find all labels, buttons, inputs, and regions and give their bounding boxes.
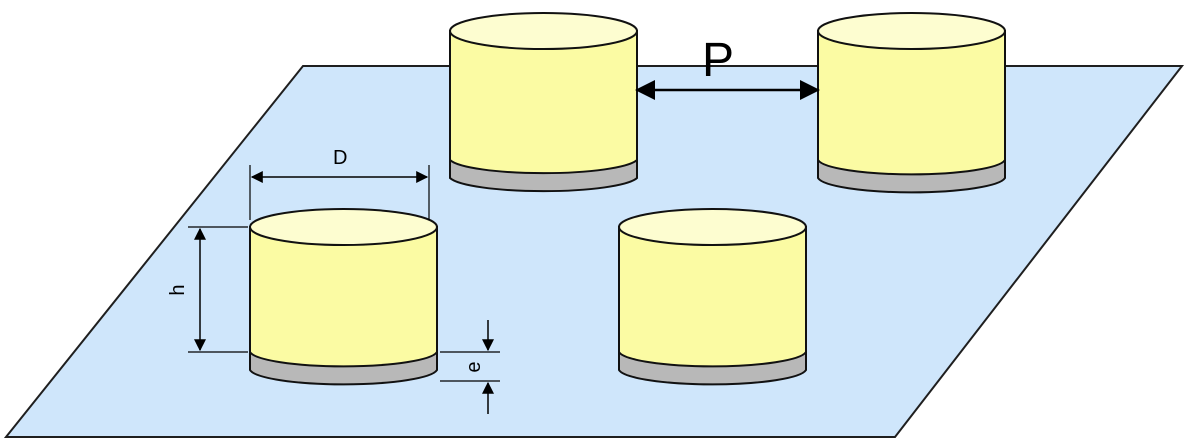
pillar-bottom-left [249, 208, 438, 386]
diameter-label: D [333, 147, 347, 169]
height-dimension: h [167, 226, 248, 353]
pitch-dimension: P [635, 34, 820, 100]
base-thickness-label: e [463, 361, 485, 372]
pillar-top-right [817, 12, 1006, 194]
diameter-dimension: D [249, 147, 430, 220]
pillar-top-left [449, 12, 638, 193]
pillar-bottom-right [618, 208, 807, 386]
pitch-label: P [702, 34, 734, 87]
base-thickness-dimension: e [440, 320, 500, 414]
height-label: h [167, 284, 189, 295]
